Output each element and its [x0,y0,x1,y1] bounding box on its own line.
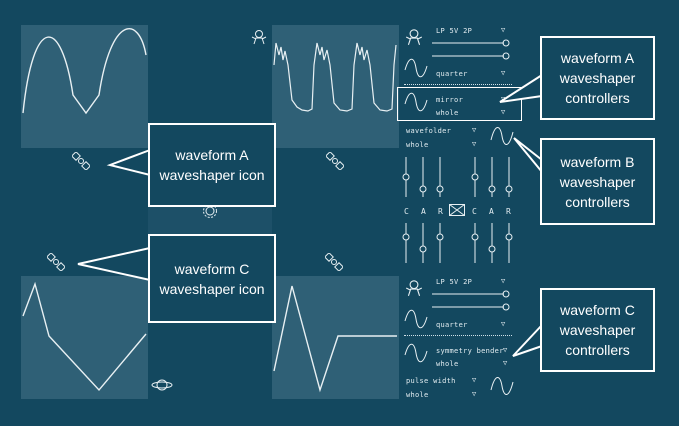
rate-label-a: quarter [436,70,468,78]
amount2-label-c: whole [406,391,429,399]
slider-a1[interactable] [432,38,512,48]
mixer-label: R [438,207,444,216]
waveform-a-panel[interactable] [21,25,148,148]
waveform-b-panel[interactable] [272,25,399,148]
fader-2[interactable] [418,157,428,197]
mixer-label: R [506,207,512,216]
shaper2-dropdown-c[interactable]: ▽ [472,376,477,384]
slider-a2[interactable] [432,51,512,61]
amount-dropdown-a[interactable]: ▽ [501,108,506,116]
amount-label-b: whole [406,141,429,149]
slider-c1[interactable] [432,289,512,299]
waveform-d-panel[interactable] [272,276,399,399]
satellite-icon[interactable] [47,253,65,271]
shaper-label-a: mirror [436,96,464,104]
filter-label-c: LP 5V 2P [436,278,473,286]
envelope-icon[interactable] [449,204,465,216]
callout-a-icon: waveform A waveshaper icon [148,123,276,207]
filter-label-a: LP 5V 2P [436,27,473,35]
mixer-label: A [421,207,427,216]
fader-12[interactable] [504,223,514,263]
filter-dropdown-c[interactable]: ▽ [501,277,506,285]
callout-b-controllers: waveform B waveshaper controllers [540,138,655,225]
fader-8[interactable] [418,223,428,263]
rate-dropdown-a[interactable]: ▽ [501,69,506,77]
sine-icon [404,92,428,112]
astronaut-icon[interactable] [404,27,424,47]
sine-icon [404,309,428,329]
waveform-c-graph [22,281,147,392]
fader-1[interactable] [401,157,411,197]
astronaut-icon[interactable] [250,28,268,46]
rate-label-c: quarter [436,321,468,329]
callout-text: waveform A waveshaper controllers [559,50,636,106]
fader-9[interactable] [435,223,445,263]
fader-10[interactable] [470,223,480,263]
mixer-label: C [404,207,410,216]
amount-label-a: whole [436,109,459,117]
filter-dropdown-a[interactable]: ▽ [501,26,506,34]
satellite-icon[interactable] [325,253,343,271]
fader-5[interactable] [487,157,497,197]
fader-4[interactable] [470,157,480,197]
amount-dropdown-c[interactable]: ▽ [503,359,508,367]
amount-dropdown-b[interactable]: ▽ [472,140,477,148]
sine-icon [404,58,428,78]
waveform-b-graph [273,42,397,112]
divider-c [404,335,512,336]
callout-a-controllers: waveform A waveshaper controllers [540,36,655,120]
shaper-label-b: wavefolder [406,127,452,135]
astronaut-icon[interactable] [404,278,424,298]
sine-icon [490,127,514,145]
callout-text: waveform C waveshaper icon [159,260,265,297]
waveform-a-graph [22,28,147,115]
fader-3[interactable] [435,157,445,197]
callout-c-controllers: waveform C waveshaper controllers [540,288,655,372]
fader-11[interactable] [487,223,497,263]
fader-6[interactable] [504,157,514,197]
waveform-d-graph [273,285,397,393]
callout-text: waveform C waveshaper controllers [559,302,636,358]
rate-dropdown-c[interactable]: ▽ [501,320,506,328]
amount2-dropdown-c[interactable]: ▽ [472,390,477,398]
shaper-label-c: symmetry bender [436,347,504,355]
shaper-dropdown-c[interactable]: ▽ [503,346,508,354]
mixer-label: C [472,207,478,216]
sine-icon [490,377,514,395]
callout-text: waveform B waveshaper controllers [559,153,636,210]
satellite-icon[interactable] [72,152,90,170]
highlight-a-controllers [397,87,522,121]
shaper2-label-c: pulse width [406,377,456,385]
fader-7[interactable] [401,223,411,263]
shaper-dropdown-b[interactable]: ▽ [472,126,477,134]
satellite-icon[interactable] [326,152,344,170]
callout-c-icon: waveform C waveshaper icon [148,234,276,323]
callout-text: waveform A waveshaper icon [159,147,265,183]
divider-a [404,84,512,85]
amount-label-c: whole [436,360,459,368]
planet-icon[interactable] [151,376,173,394]
sine-icon [404,343,428,363]
mixer-label: A [489,207,495,216]
waveform-c-panel[interactable] [21,276,148,399]
slider-c2[interactable] [432,302,512,312]
